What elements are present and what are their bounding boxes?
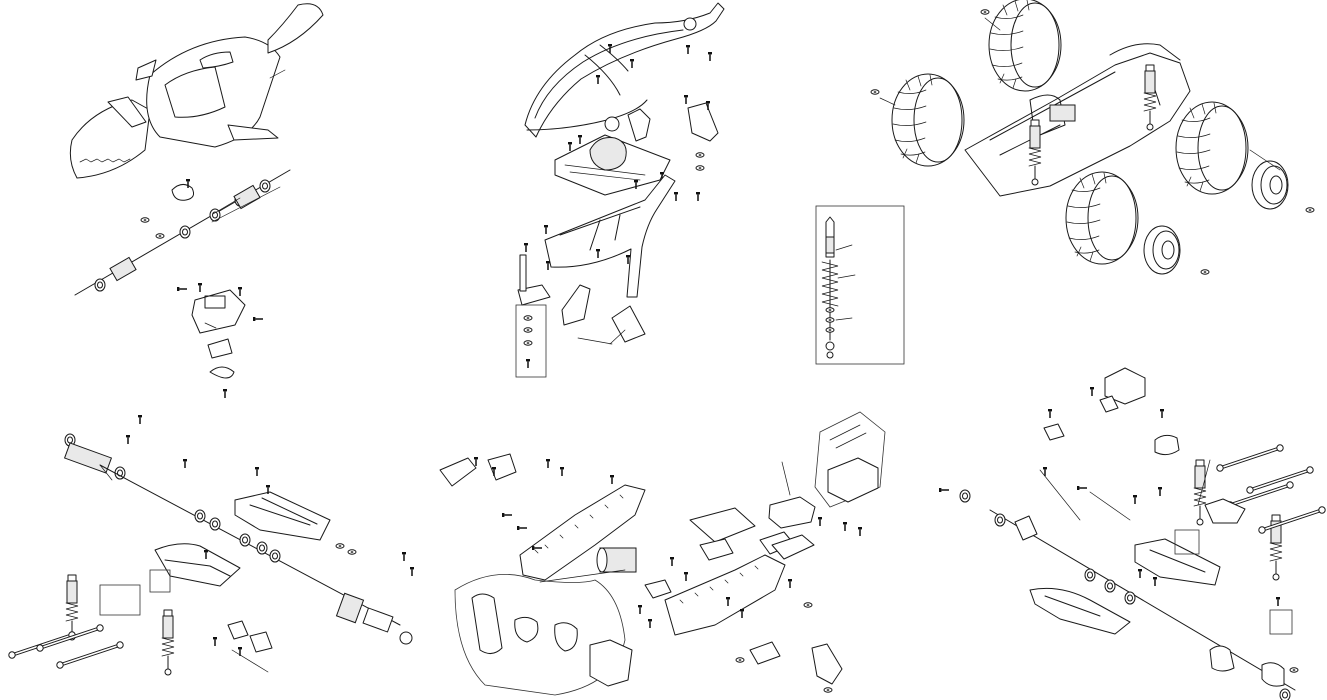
body-shell-panel [69,3,324,179]
rear-axle-panel [938,367,1327,700]
drive-shaft-assembly [74,169,291,296]
chassis-transmission-panel [439,411,886,696]
gearbox-mount [176,282,264,399]
front-axle-panel [7,414,415,676]
roll-cage-panel [515,2,725,378]
shock-absorber-detail-panel [815,205,905,365]
assembled-truck-panel [870,0,1315,275]
